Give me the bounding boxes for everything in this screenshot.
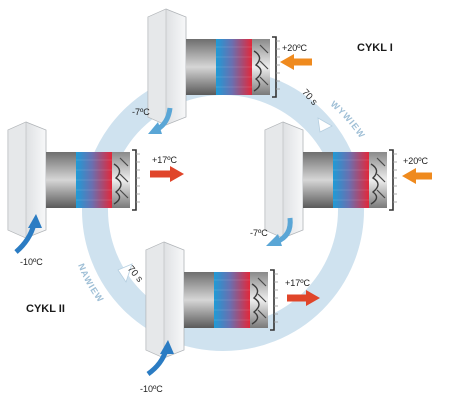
unit-right-temp-outside: +20ºC [403,156,429,166]
unit-top-temp-inside: -7ºC [132,107,150,117]
unit-left: +17ºC -10ºC [7,121,184,267]
unit-bottom: +17ºC -10ºC [140,241,320,394]
direction-arrow-top [317,117,333,133]
unit-bottom-temp-inside: +17ºC [285,278,311,288]
cycle-2-label: CYKL II [26,303,65,315]
unit-bottom-temp-outside: -10ºC [140,384,163,394]
unit-top-temp-outside: +20ºC [282,43,308,53]
unit-left-temp-inside: +17ºC [152,155,178,165]
unit-right-temp-inside: -7ºC [250,228,268,238]
cycle-1-label: CYKL I [357,42,393,54]
unit-top: +20ºC -7ºC [132,8,312,134]
unit-left-temp-outside: -10ºC [20,257,43,267]
unit-right: +20ºC -7ºC [250,121,432,246]
direction-arrow-bottom [117,263,133,283]
